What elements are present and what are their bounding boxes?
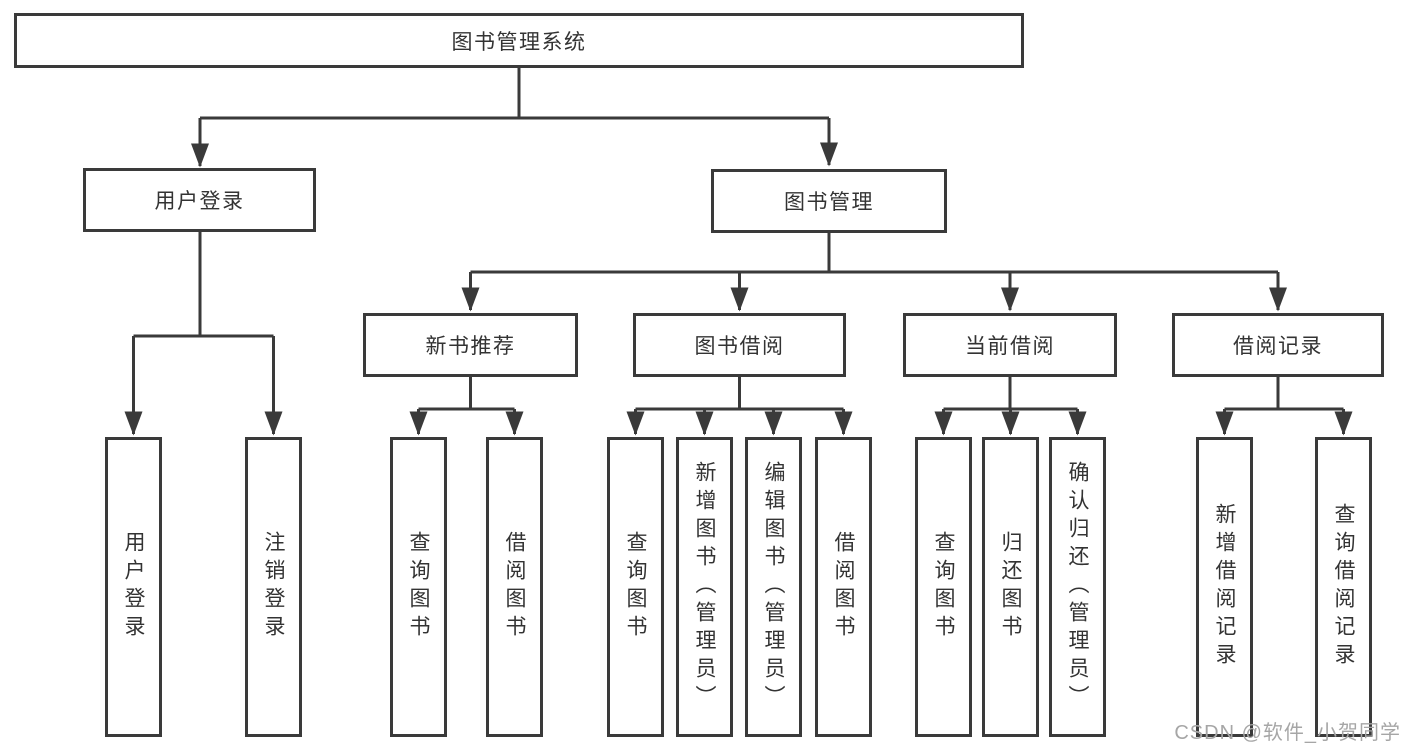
leaf-logout-label: 注销登录	[262, 531, 285, 643]
node-book-borrowing-label: 图书借阅	[694, 335, 785, 358]
node-borrowing-records-label: 借阅记录	[1233, 335, 1323, 358]
leaf-add-books-admin: 新增图书（管理员）	[676, 437, 733, 737]
node-borrowing-records: 借阅记录	[1172, 313, 1384, 377]
connector-user-login-to-leaves	[133, 232, 274, 338]
leaf-query-books-current: 查询图书	[915, 437, 972, 737]
leaf-add-borrow-record-label: 新增借阅记录	[1213, 503, 1236, 671]
leaf-logout: 注销登录	[245, 437, 302, 737]
node-book-management-label: 图书管理	[784, 191, 874, 214]
leaf-query-books-current-label: 查询图书	[932, 531, 955, 643]
leaf-query-books-borrowing-label: 查询图书	[624, 531, 647, 643]
leaf-confirm-return-admin-label: 确认归还（管理员）	[1066, 461, 1089, 713]
leaf-confirm-return-admin: 确认归还（管理员）	[1049, 437, 1106, 737]
node-root: 图书管理系统	[14, 13, 1024, 68]
leaf-return-books: 归还图书	[982, 437, 1039, 737]
leaf-query-borrow-record-label: 查询借阅记录	[1332, 503, 1355, 671]
leaf-edit-books-admin-label: 编辑图书（管理员）	[762, 461, 785, 713]
node-book-borrowing: 图书借阅	[633, 313, 846, 377]
connector-current-borrowing-to-leaves	[943, 377, 1078, 411]
leaf-borrow-books-borrowing: 借阅图书	[815, 437, 872, 737]
node-new-book-recommend: 新书推荐	[363, 313, 578, 377]
connector-root-to-level2	[200, 68, 829, 120]
leaf-user-login: 用户登录	[105, 437, 162, 737]
leaf-borrow-books-borrowing-label: 借阅图书	[832, 531, 855, 643]
leaf-query-books-recommend: 查询图书	[390, 437, 447, 737]
leaf-query-books-borrowing: 查询图书	[607, 437, 664, 737]
connector-book-management-to-level3	[470, 233, 1278, 274]
csdn-watermark: CSDN @软件_小贺同学	[1174, 722, 1401, 744]
leaf-add-books-admin-label: 新增图书（管理员）	[693, 461, 716, 713]
node-book-management: 图书管理	[711, 169, 947, 233]
leaf-borrow-books-recommend-label: 借阅图书	[503, 531, 526, 643]
leaf-query-books-recommend-label: 查询图书	[407, 531, 430, 643]
leaf-borrow-books-recommend: 借阅图书	[486, 437, 543, 737]
connector-new-book-to-leaves	[418, 377, 515, 411]
node-root-label: 图书管理系统	[451, 30, 587, 54]
leaf-user-login-label: 用户登录	[122, 531, 145, 643]
leaf-return-books-label: 归还图书	[999, 531, 1022, 643]
connector-borrowing-records-to-leaves	[1224, 377, 1344, 411]
leaf-add-borrow-record: 新增借阅记录	[1196, 437, 1253, 737]
node-new-book-recommend-label: 新书推荐	[425, 335, 516, 358]
node-current-borrowing: 当前借阅	[903, 313, 1117, 377]
node-user-login-label: 用户登录	[154, 190, 245, 213]
node-current-borrowing-label: 当前借阅	[965, 335, 1055, 358]
connector-book-borrowing-to-leaves	[635, 377, 844, 411]
leaf-query-borrow-record: 查询借阅记录	[1315, 437, 1372, 737]
node-user-login: 用户登录	[83, 168, 316, 232]
leaf-edit-books-admin: 编辑图书（管理员）	[745, 437, 802, 737]
